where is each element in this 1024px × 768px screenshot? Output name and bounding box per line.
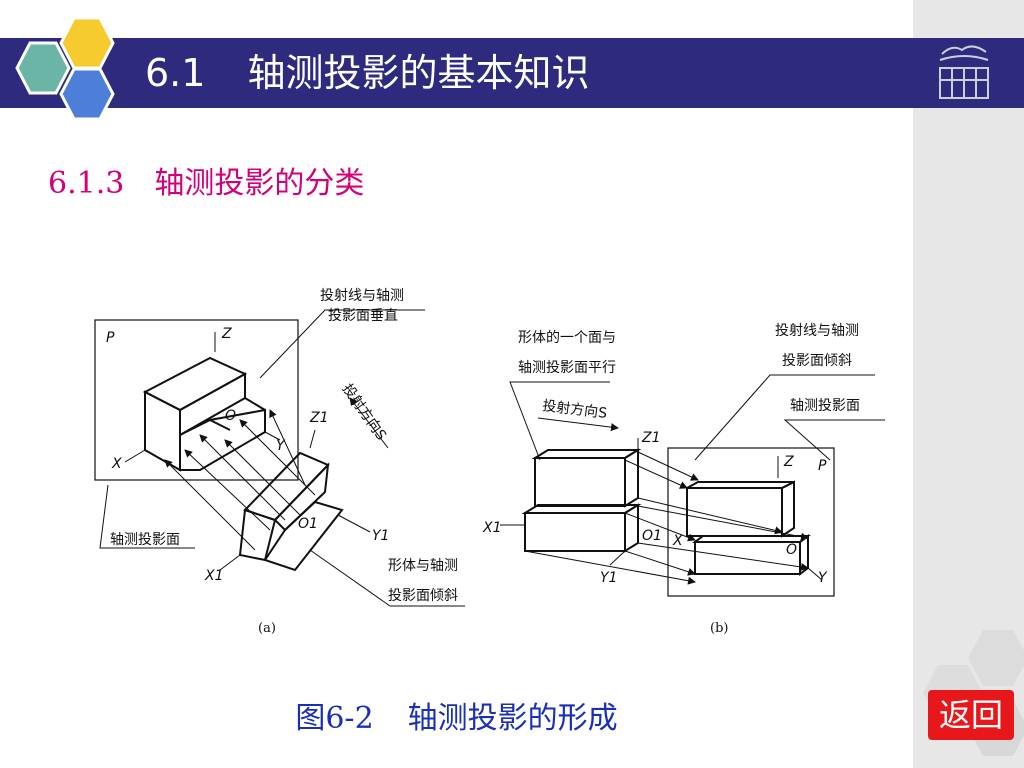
label-b-y1: Y1 xyxy=(600,570,617,586)
label-b-x: X xyxy=(672,533,683,549)
plane-p-b xyxy=(667,447,835,597)
subsection-text: 轴测投影的分类 xyxy=(154,166,365,201)
note-b-direction: 投射方向S xyxy=(542,398,608,422)
label-a-p: P xyxy=(106,330,115,346)
note-a-perpendicular-2: 投影面垂直 xyxy=(328,307,398,324)
label-b-y: Y xyxy=(818,570,828,586)
label-a-x1: X1 xyxy=(204,568,224,584)
figure-caption: 图6-2 轴测投影的形成 xyxy=(0,693,913,737)
label-a-z: Z xyxy=(221,326,232,342)
note-a-inclined-2: 投影面倾斜 xyxy=(388,588,458,604)
label-b-x1: X1 xyxy=(482,520,502,536)
label-b-o1: O1 xyxy=(642,528,662,544)
note-b-parallel-2: 轴测投影面平行 xyxy=(518,360,616,376)
return-button[interactable]: 返回 xyxy=(928,690,1014,740)
section-title: 轴测投影的基本知识 xyxy=(247,51,590,95)
note-b-plane: 轴测投影面 xyxy=(790,398,860,414)
label-a-o: O xyxy=(225,408,236,424)
figure-a xyxy=(94,309,465,607)
university-logo-icon xyxy=(939,45,989,99)
label-a-o1: O1 xyxy=(298,516,318,532)
label-b-z1: Z1 xyxy=(641,430,661,446)
figure-b-label: (b) xyxy=(710,621,728,636)
label-b-z: Z xyxy=(783,454,794,470)
title-bar-right xyxy=(913,38,1024,108)
subsection-number: 6.1.3 xyxy=(48,166,125,201)
axonometric-figure: P Z O Y X Z1 O1 Y1 X1 投射线与轴测 投影面垂直 投射方向S… xyxy=(94,288,885,636)
note-a-direction: 投射方向S xyxy=(339,381,389,443)
hexagon-cluster-icon xyxy=(15,16,115,121)
label-b-o: O xyxy=(786,542,797,558)
subsection-title: 6.1.3 轴测投影的分类 xyxy=(48,158,364,202)
note-b-oblique-2: 投影面倾斜 xyxy=(782,353,852,369)
note-b-parallel-1: 形体的一个面与 xyxy=(518,330,616,346)
label-a-y: Y xyxy=(276,438,286,454)
label-b-p: P xyxy=(818,458,827,474)
figure-b xyxy=(500,374,885,597)
note-b-oblique-1: 投射线与轴测 xyxy=(775,323,859,339)
figure-a-label: (a) xyxy=(258,621,276,636)
page-title: 6.1 轴测投影的基本知识 xyxy=(145,38,589,108)
note-a-inclined-1: 形体与轴测 xyxy=(388,558,458,574)
section-number: 6.1 xyxy=(145,51,206,95)
note-a-perpendicular-1: 投射线与轴测 xyxy=(320,288,404,304)
note-a-plane: 轴测投影面 xyxy=(110,532,180,548)
label-a-y1: Y1 xyxy=(372,528,389,544)
caption-text: 轴测投影的形成 xyxy=(407,701,618,736)
plane-p-a xyxy=(94,319,299,481)
label-a-z1: Z1 xyxy=(309,410,329,426)
right-sidebar xyxy=(913,0,1024,768)
label-a-x: X xyxy=(111,456,122,472)
caption-number: 图6-2 xyxy=(295,701,374,736)
title-bar xyxy=(0,38,913,108)
